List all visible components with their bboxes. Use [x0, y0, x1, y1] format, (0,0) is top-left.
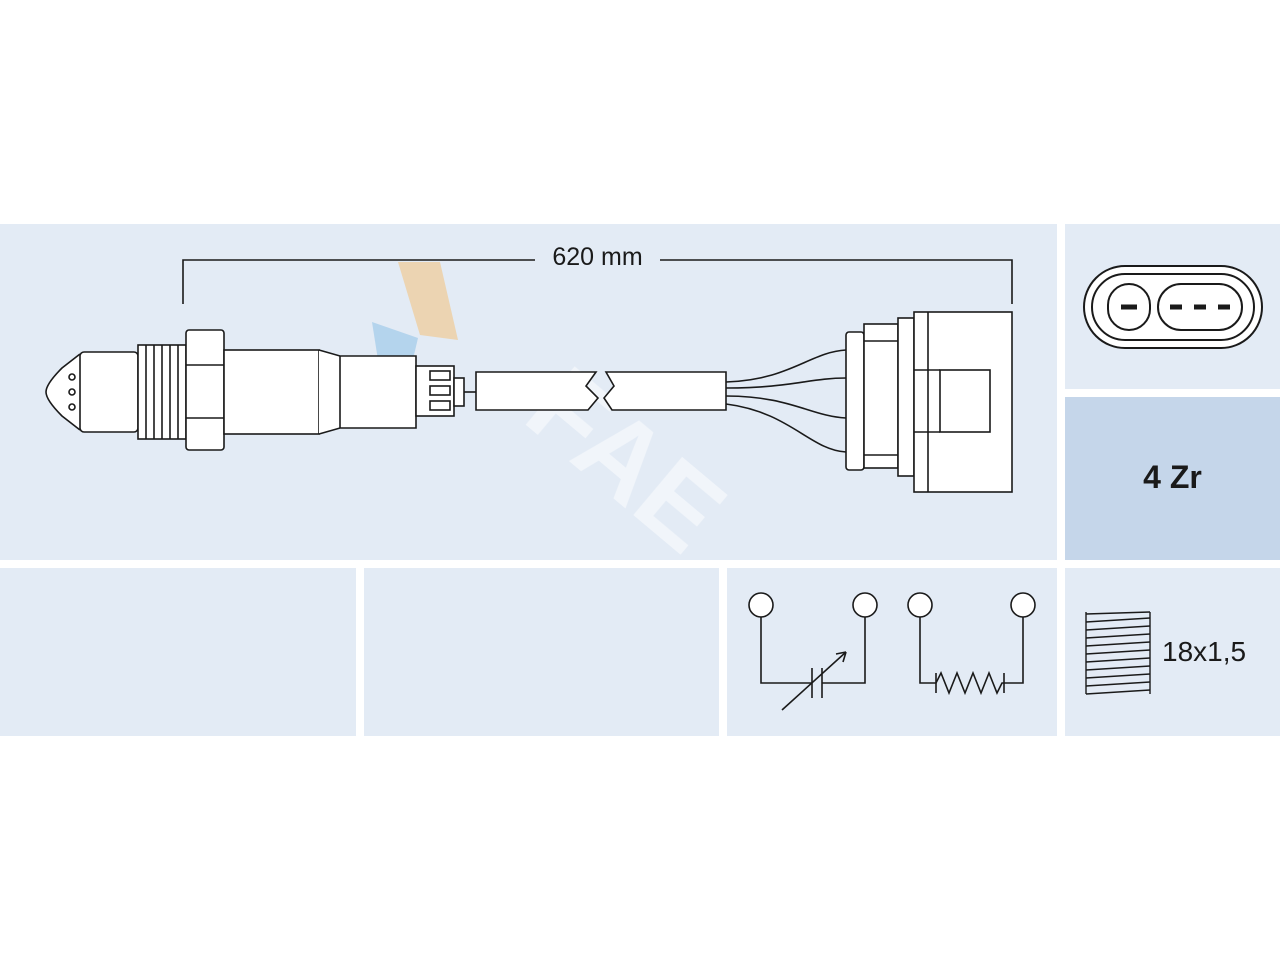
sensor-hex-nut	[185, 329, 225, 451]
connector-face-icon	[1083, 265, 1263, 349]
thread-size-label: 18x1,5	[1162, 636, 1247, 667]
sensor-body	[223, 349, 320, 435]
cable-sleeve	[475, 371, 600, 411]
connector-ring-1	[863, 323, 899, 469]
watermark-logo: FAE	[372, 262, 748, 576]
heater-resistor-icon	[907, 592, 1036, 696]
sensor-type-label: 4 Zr	[1143, 459, 1202, 495]
circuit-panel	[727, 568, 1057, 736]
connector-latch	[939, 369, 991, 433]
connector-collar	[845, 331, 865, 471]
connector-ring-2	[897, 317, 915, 477]
sensor-type-panel	[1065, 397, 1280, 560]
cable-sleeve-right	[603, 371, 727, 411]
thread-icon	[1085, 611, 1151, 695]
wires	[725, 349, 847, 453]
thread-panel	[1065, 568, 1280, 736]
sensor-grommet	[415, 365, 455, 417]
dimension-line	[182, 259, 1013, 304]
length-dimension-label: 620 mm	[540, 243, 655, 272]
empty-panel-1	[0, 568, 356, 736]
sensor-taper	[318, 349, 417, 435]
sensor-drawing	[45, 259, 1013, 493]
variable-resistor-icon	[748, 592, 878, 711]
sensor-tip	[45, 353, 81, 431]
sensor-tip-body	[79, 351, 139, 433]
empty-panel-2	[364, 568, 719, 736]
